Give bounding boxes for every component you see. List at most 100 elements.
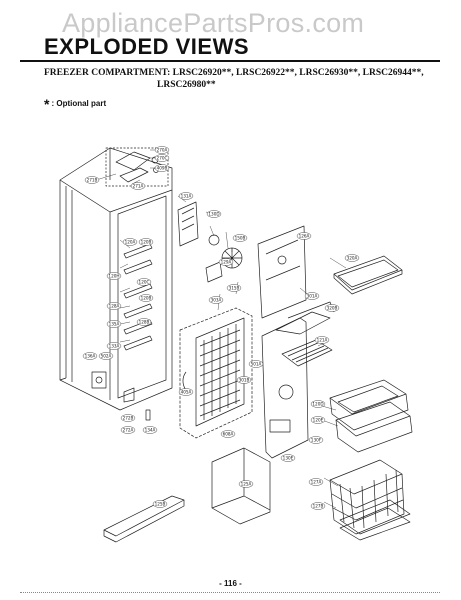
callout-label: 502A	[98, 352, 114, 360]
callout-label: 303A	[208, 296, 224, 304]
callout-label: 405A	[178, 388, 194, 396]
callout-label: 271A	[130, 182, 146, 190]
optional-part-note: *: Optional part	[44, 96, 106, 112]
small-wire-rack	[281, 339, 333, 367]
page-title: EXPLODED VIEWS	[44, 34, 250, 59]
callout-text: 409B	[157, 166, 168, 171]
callout-label: 128A	[106, 302, 122, 310]
callout-text: 121A	[317, 338, 328, 343]
callout-text: 130D	[208, 212, 219, 217]
callout-label: 127B	[310, 502, 326, 510]
callout-label: 301A	[304, 292, 320, 300]
callout-label: 126A	[296, 232, 312, 240]
shelf-rails	[123, 243, 153, 351]
fan-duct-assembly	[177, 201, 307, 319]
title-rule	[20, 60, 440, 62]
callout-text: 120C	[139, 280, 150, 285]
watermark: AppliancePartsPros.com	[62, 8, 365, 38]
callout-label: 608A	[220, 430, 236, 438]
callout-label: 130F	[308, 436, 324, 444]
callout-text: 272B	[123, 416, 134, 421]
callout-label: 272A	[120, 426, 136, 434]
callout-text: 405A	[181, 390, 192, 395]
callout-text: 129A	[221, 260, 232, 265]
callout-text: 130F	[311, 438, 322, 443]
callout-text: 126A	[299, 234, 310, 239]
callout-text: 120B	[141, 296, 152, 301]
callout-text: 271A	[133, 184, 144, 189]
evaporator-cover	[261, 301, 335, 459]
callout-label: 315B	[226, 284, 242, 292]
callout-label: 127A	[308, 478, 324, 486]
callout-label: 131A	[178, 192, 194, 200]
callout-label: 320B	[324, 304, 340, 312]
callout-text: 271B	[87, 178, 98, 183]
callout-text: 320B	[327, 306, 338, 311]
callout-text: 120A	[125, 240, 136, 245]
callout-label: 301B	[236, 376, 252, 384]
callout-label: 129A	[218, 258, 234, 266]
page-number: - 116 -	[219, 579, 242, 588]
callout-label: 133A	[106, 342, 122, 350]
callout-text: 315B	[229, 286, 240, 291]
callout-label: 120C	[136, 278, 152, 286]
callout-label: 270C	[154, 154, 170, 162]
callout-label: 120B	[138, 238, 154, 246]
lower-trim-bar	[103, 495, 185, 543]
callout-label: 121A	[314, 336, 330, 344]
shroud-cover	[211, 447, 271, 525]
callout-label: 272B	[120, 414, 136, 422]
callout-label: 271B	[84, 176, 100, 184]
callout-text: 120D	[312, 402, 323, 407]
callout-text: 502A	[101, 354, 112, 359]
callout-label: 130E	[280, 454, 296, 462]
callout-label: 125A	[238, 480, 254, 488]
optional-part-text: : Optional part	[51, 99, 107, 108]
callout-label: 120B	[138, 294, 154, 302]
callout-text: 150B	[235, 236, 246, 241]
callout-label: 501A	[248, 360, 264, 368]
callout-text: 120B	[141, 240, 152, 245]
evaporator-coil	[179, 307, 253, 439]
callout-label: 409B	[154, 164, 170, 172]
callout-label: 128B	[136, 318, 152, 326]
callout-label: 125B	[152, 500, 168, 508]
callout-text: 301B	[239, 378, 250, 383]
callout-text: 131A	[181, 194, 192, 199]
callout-label: 134A	[142, 426, 158, 434]
callout-text: 320A	[347, 256, 358, 261]
callout-text: 136A	[85, 354, 96, 359]
lower-cabinet-parts	[91, 371, 151, 421]
callout-text: 135A	[109, 322, 120, 327]
callout-label: 135A	[106, 320, 122, 328]
callout-text: 133A	[109, 344, 120, 349]
callout-text: 125A	[241, 482, 252, 487]
callout-text: 270C	[157, 156, 168, 161]
callout-text: 608A	[223, 432, 234, 437]
callout-text: 501A	[251, 362, 262, 367]
compartment-models-line1: FREEZER COMPARTMENT: LRSC26920**, LRSC26…	[44, 68, 424, 78]
callout-text: 127A	[311, 480, 322, 485]
callout-text: 120H	[108, 274, 119, 279]
callout-label: 120H	[106, 272, 122, 280]
callout-text: 130E	[283, 456, 294, 461]
callout-label: 120A	[122, 238, 138, 246]
wire-basket	[329, 459, 411, 541]
callout-text: 270A	[157, 148, 168, 153]
callout-text: 127B	[313, 504, 324, 509]
callout-label: 270A	[154, 146, 170, 154]
callout-text: 128A	[109, 304, 120, 309]
callout-label: 120D	[310, 400, 326, 408]
glass-shelf	[333, 255, 403, 295]
callout-text: 128B	[139, 320, 150, 325]
callout-text: 134A	[145, 428, 156, 433]
callout-text: 303A	[211, 298, 222, 303]
bottom-rule	[20, 592, 440, 593]
callout-text: 120E	[313, 418, 324, 423]
compartment-models-line2: LRSC26980**	[157, 80, 216, 90]
callout-label: 320A	[344, 254, 360, 262]
callout-labels: 270A 270C 409B 271B 271A 131A 130D 320A …	[82, 146, 360, 510]
callout-text: 301A	[307, 294, 318, 299]
callout-text: 272A	[123, 428, 134, 433]
